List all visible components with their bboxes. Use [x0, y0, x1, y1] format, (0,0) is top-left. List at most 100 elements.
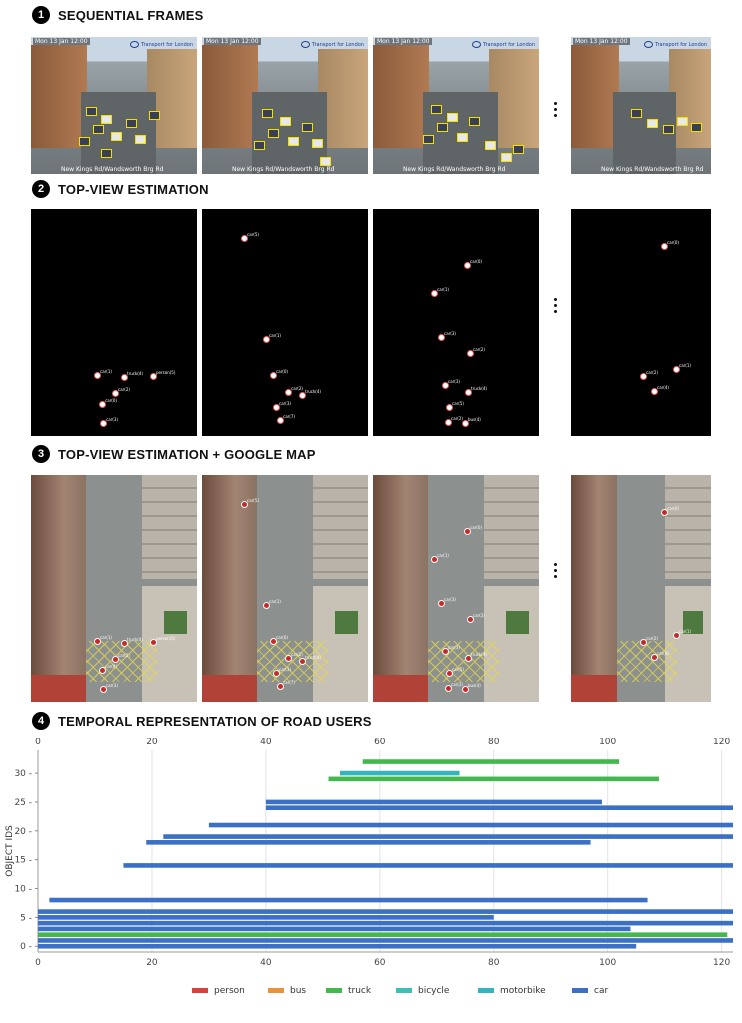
road-user-label: car(1) — [100, 369, 112, 374]
map-terraces — [142, 475, 197, 580]
road-user-label: car(5) — [452, 401, 464, 406]
legend-label: car — [594, 986, 608, 996]
tfl-logo-text: Transport for London — [483, 41, 535, 48]
road-user-marker — [661, 243, 668, 250]
map-junction-hatch — [85, 640, 158, 682]
vehicle-detection-box — [320, 157, 331, 166]
map-roofs — [373, 674, 428, 702]
road-user-marker — [467, 350, 474, 357]
x-tick-label-bottom: 40 — [260, 958, 272, 968]
map-block-left — [31, 475, 86, 702]
road-user-marker — [442, 382, 449, 389]
road-user-label: car(5) — [247, 498, 259, 503]
road-user-marker — [241, 501, 248, 508]
road-user-label: car(0) — [276, 635, 288, 640]
legend-label: bicycle — [418, 986, 450, 996]
road-user-label: car(3) — [279, 667, 291, 672]
section-title: TOP-VIEW ESTIMATION — [58, 181, 209, 197]
section-1-header: 1 SEQUENTIAL FRAMES — [32, 6, 203, 24]
building-left — [571, 45, 619, 148]
section-number: 3 — [32, 445, 50, 463]
bar-car — [123, 863, 734, 868]
tfl-logo: Transport for London — [130, 41, 193, 48]
road-user-label: car(4) — [657, 651, 669, 656]
bar-motorbike — [339, 770, 460, 776]
road-user-marker — [150, 373, 157, 380]
road-user-label: car(2) — [646, 370, 658, 375]
map-block-left — [373, 475, 428, 702]
road-user-marker — [442, 648, 449, 655]
road-user-label: person(5) — [156, 370, 176, 375]
vehicle-detection-box — [268, 129, 279, 138]
bar-car — [265, 799, 602, 805]
map-frame: car(0)car(2)car(1)car(4) — [571, 475, 711, 702]
vehicle-detection-box — [111, 132, 122, 141]
road-user-label: car(0) — [667, 506, 679, 511]
section-2-header: 2 TOP-VIEW ESTIMATION — [32, 180, 209, 198]
bar-car — [38, 938, 733, 943]
road-user-marker — [285, 389, 292, 396]
more-frames-ellipsis — [553, 298, 558, 313]
vehicle-detection-box — [86, 107, 97, 116]
road-user-marker — [438, 600, 445, 607]
x-tick-label-bottom: 80 — [488, 958, 500, 968]
vehicle-detection-box — [93, 125, 104, 134]
bar-car — [38, 915, 494, 920]
tfl-logo: Transport for London — [472, 41, 535, 48]
timestamp-overlay: Mon 13 Jan 12:00 — [375, 38, 432, 45]
road-user-label: car(2) — [291, 386, 303, 391]
road-user-label: bus(4) — [468, 683, 481, 688]
vehicle-detection-box — [663, 125, 674, 134]
map-frame: car(1)truck(4)person(5)car(2)car(0)car(3… — [31, 475, 197, 702]
building-right — [669, 49, 711, 148]
road-user-label: car(7) — [283, 680, 295, 685]
road-user-marker — [94, 638, 101, 645]
map-block-left — [571, 475, 618, 702]
road-user-marker — [465, 389, 472, 396]
y-tick-label: 15 - — [14, 856, 32, 866]
map-green-area — [163, 611, 188, 634]
road-user-marker — [464, 528, 471, 535]
tfl-logo: Transport for London — [301, 41, 364, 48]
top-view-frame: car(0)car(1)car(3)car(2)car(3)truck(4)ca… — [373, 209, 539, 436]
map-green-area — [334, 611, 359, 634]
road-user-label: car(2) — [473, 347, 485, 352]
x-tick-label-top: 40 — [260, 738, 272, 747]
road-user-marker — [112, 656, 119, 663]
building-left — [202, 45, 259, 148]
building-left — [373, 45, 430, 148]
timestamp-overlay: Mon 13 Jan 12:00 — [204, 38, 261, 45]
more-frames-ellipsis — [553, 102, 558, 117]
road-user-label: car(1) — [679, 363, 691, 368]
location-caption: New Kings Rd/Wandsworth Brg Rd — [601, 166, 704, 173]
vehicle-detection-box — [302, 123, 313, 132]
road-user-marker — [446, 404, 453, 411]
tfl-logo-text: Transport for London — [312, 41, 364, 48]
road-user-marker — [651, 654, 658, 661]
road-user-marker — [467, 616, 474, 623]
map-frame: car(0)car(1)car(3)car(2)car(3)truck(4)ca… — [373, 475, 539, 702]
bar-car — [38, 909, 733, 914]
x-tick-label-bottom: 100 — [599, 958, 616, 968]
legend-swatch — [396, 988, 412, 993]
vehicle-detection-box — [288, 137, 299, 146]
timestamp-overlay: Mon 13 Jan 12:00 — [33, 38, 90, 45]
road-user-marker — [285, 655, 292, 662]
bar-car — [38, 926, 631, 932]
map-green-area — [683, 611, 703, 634]
road-user-marker — [263, 336, 270, 343]
bar-car — [265, 805, 733, 811]
x-tick-label-bottom: 0 — [35, 958, 41, 968]
location-caption: New Kings Rd/Wandsworth Brg Rd — [61, 166, 164, 173]
bar-truck — [362, 759, 620, 764]
road-user-label: car(2) — [646, 636, 658, 641]
map-roofs — [202, 674, 257, 702]
legend-swatch — [192, 988, 208, 993]
y-tick-label: 20 - — [14, 827, 32, 837]
road-user-marker — [241, 235, 248, 242]
vehicle-detection-box — [501, 153, 512, 162]
top-view-frame: car(5)car(1)car(0)car(2)truck(4)car(3)ca… — [202, 209, 368, 436]
map-terraces — [484, 475, 539, 580]
x-tick-label-top: 0 — [35, 738, 41, 747]
